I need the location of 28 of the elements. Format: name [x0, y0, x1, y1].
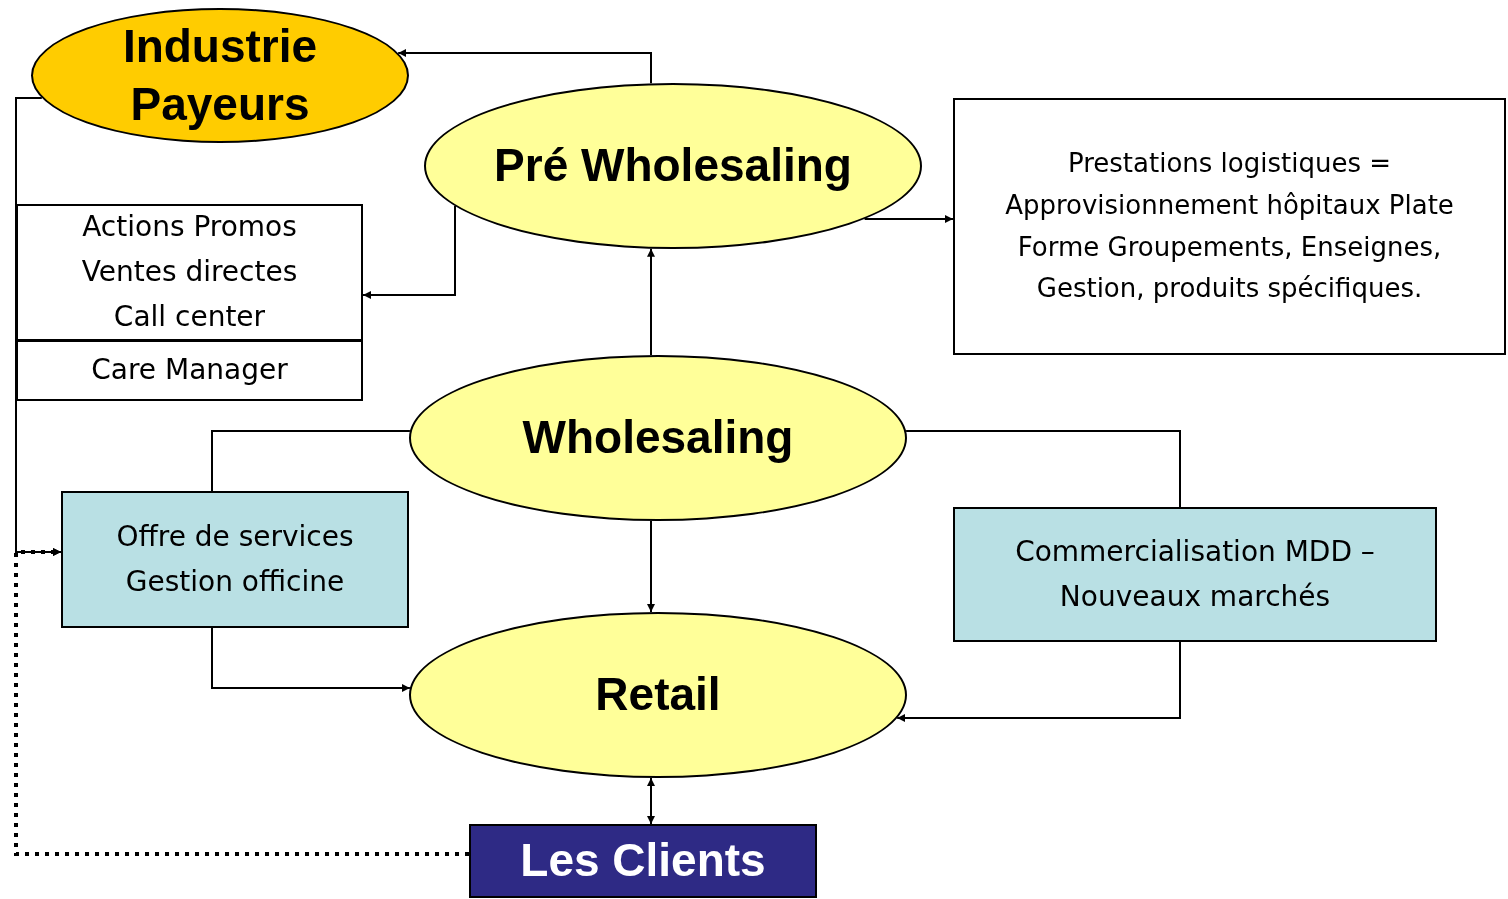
- arrow: [15, 97, 62, 556]
- node-label: Industrie Payeurs: [121, 19, 319, 132]
- process-box: [953, 98, 1506, 355]
- node-label: Care Manager: [91, 352, 288, 389]
- arrow: [896, 641, 1181, 722]
- process-box: [16, 204, 363, 341]
- dotted-arrow: [14, 548, 469, 856]
- arrow: [647, 777, 655, 825]
- arrow: [647, 247, 655, 356]
- node-label: Offre de services Gestion officine: [115, 518, 355, 600]
- node-label: Prestations logistiques = Approvisionnement hôpitaux Plate Forme Groupements, Enseignes, Gestion, produits spécifiques.: [1004, 147, 1455, 306]
- process-box: [469, 824, 817, 898]
- node-label: Actions Promos Ventes directes Call center: [80, 209, 299, 335]
- node-label: Wholesaling: [522, 410, 794, 466]
- process-box: [61, 491, 409, 628]
- connector-line: [905, 430, 1181, 508]
- node-label: Pré Wholesaling: [494, 138, 852, 194]
- process-box: [16, 340, 363, 401]
- arrow: [397, 49, 652, 85]
- arrow: [211, 627, 411, 692]
- arrow: [647, 520, 655, 613]
- connector-line: [211, 430, 411, 492]
- arrow: [362, 205, 456, 299]
- arrow: [863, 215, 954, 223]
- node-label: Retail: [595, 667, 721, 723]
- node-label: Les Clients: [520, 833, 766, 889]
- node-label: Commercialisation MDD – Nouveaux marchés: [1014, 533, 1376, 615]
- process-box: [953, 507, 1437, 642]
